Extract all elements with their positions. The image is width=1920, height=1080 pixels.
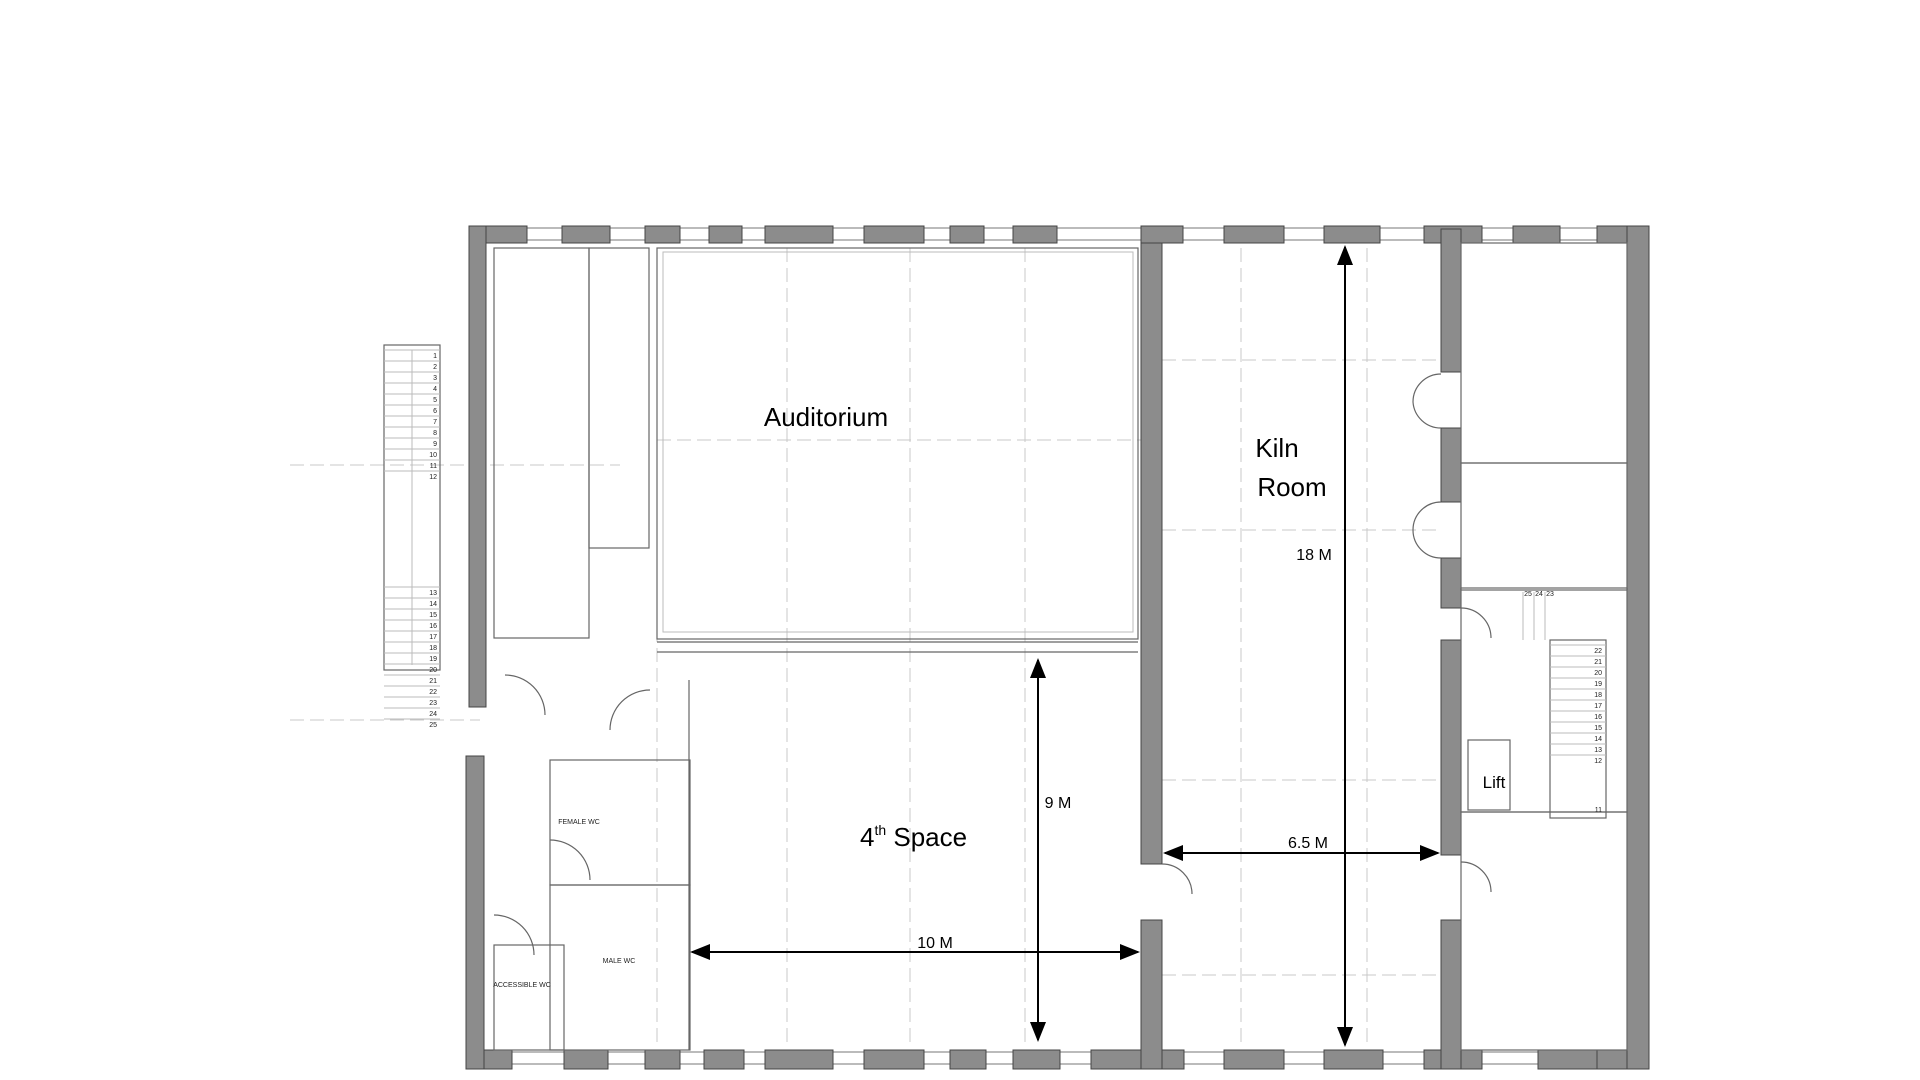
stair-step-number: 24	[429, 711, 437, 718]
label-th: th	[874, 822, 886, 838]
stair-step-number: 18	[429, 645, 437, 652]
stair-step-number: 11	[430, 463, 437, 470]
dimension-lines	[690, 245, 1440, 1047]
stair-step-number: 2	[433, 364, 437, 371]
stair-step-number: 25	[1524, 591, 1532, 598]
room-outlines	[493, 242, 1628, 1051]
stair-step-number: 15	[1594, 725, 1602, 732]
stair-step-number: 16	[429, 623, 437, 630]
stair-step-number: 14	[429, 601, 437, 608]
room-label-kiln: Kiln	[1255, 433, 1298, 463]
dim-label-9m: 9 M	[1045, 795, 1072, 812]
doors	[493, 373, 1492, 956]
stair-step-number: 13	[429, 590, 437, 597]
stair-step-number: 12	[1594, 758, 1602, 765]
stair-step-number: 6	[433, 408, 437, 415]
stair-step-number: 21	[1594, 659, 1602, 666]
stair-step-number: 18	[1594, 692, 1602, 699]
stair-step-number: 17	[1594, 703, 1602, 710]
room-label-male-wc: MALE WC	[603, 958, 636, 965]
stair-step-number: 1	[433, 353, 437, 360]
stair-step-number: 19	[429, 656, 437, 663]
stair-step-number: 12	[429, 474, 437, 481]
stair-step-number: 22	[1594, 648, 1602, 655]
stair-step-number: 3	[433, 375, 437, 382]
stair-step-number: 17	[429, 634, 437, 641]
stair-step-number: 23	[429, 700, 437, 707]
room-label-auditorium: Auditorium	[764, 402, 888, 432]
stair-step-number: 20	[1594, 670, 1602, 677]
room-label-accessible-wc: ACCESSIBLE WC	[493, 982, 551, 989]
label-space: Space	[886, 822, 967, 852]
stair-landing-number: 11	[1595, 807, 1602, 814]
bottom-wall	[465, 1049, 1648, 1070]
dim-label-18m: 18 M	[1296, 547, 1332, 564]
stair-step-number: 19	[1594, 681, 1602, 688]
stair-step-number: 13	[1594, 747, 1602, 754]
dim-label-6-5m: 6.5 M	[1288, 835, 1328, 852]
stair-step-number: 24	[1535, 591, 1543, 598]
stair-step-number: 9	[433, 441, 437, 448]
stair-step-number: 8	[433, 430, 437, 437]
top-wall	[468, 225, 1650, 244]
dim-label-10m: 10 M	[917, 935, 953, 952]
stair-step-number: 4	[433, 386, 437, 393]
room-label-female-wc: FEMALE WC	[558, 819, 600, 826]
left-stair: 1234567891011121314151617181920212223242…	[383, 344, 441, 729]
lift-car	[1467, 739, 1511, 811]
stair-step-number: 21	[429, 678, 437, 685]
stair-step-number: 22	[429, 689, 437, 696]
stair-step-number: 25	[429, 722, 437, 729]
stair-step-number: 23	[1546, 591, 1554, 598]
grid-lines	[290, 248, 1441, 1048]
label-4: 4	[860, 822, 874, 852]
room-label-room: Room	[1257, 472, 1326, 502]
stair-step-number: 7	[433, 419, 437, 426]
room-label-4th-space: 4th Space	[860, 822, 967, 852]
stair-step-number: 5	[433, 397, 437, 404]
room-label-lift: Lift	[1483, 773, 1506, 792]
stair-step-number: 14	[1594, 736, 1602, 743]
walls	[465, 225, 1650, 1070]
stair-step-number: 20	[429, 667, 437, 674]
stair-step-number: 15	[429, 612, 437, 619]
stair-step-number: 16	[1594, 714, 1602, 721]
stair-step-number: 10	[429, 452, 437, 459]
